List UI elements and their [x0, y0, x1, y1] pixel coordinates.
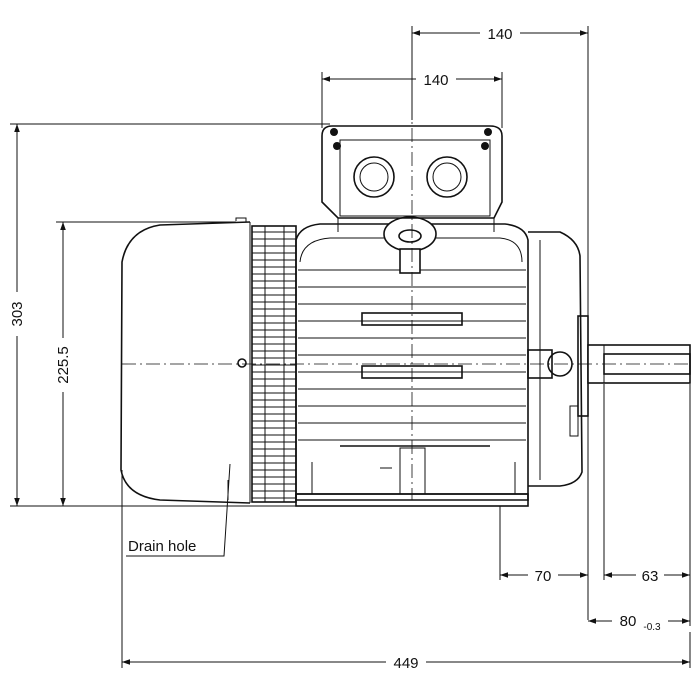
- dim-height-total: 303: [9, 301, 26, 326]
- fan-cover: [120, 217, 251, 504]
- stator-housing: [295, 216, 529, 507]
- dim-shaft-length: 63: [642, 568, 659, 585]
- dim-overall-length: 449: [393, 655, 418, 672]
- dim-foot-to-shaft: 70: [535, 568, 552, 585]
- drain-hole-marker: [237, 358, 247, 368]
- dim-terminal-box: 140: [423, 72, 448, 89]
- dimensions: 140 140 303 225.5 70 63 80 -0.3: [7, 23, 691, 672]
- cable-gland-left: [353, 156, 395, 198]
- motor-body: [120, 80, 691, 507]
- dim-top-overall: 140: [487, 26, 512, 43]
- dim-shaft-tol: -0.3: [643, 622, 661, 633]
- terminal-box: [321, 125, 503, 232]
- dim-shaft-dia: 80: [620, 613, 637, 630]
- end-shield: [527, 231, 589, 487]
- drain-hole-leader: [126, 463, 231, 557]
- dim-height-body: 225.5: [55, 346, 72, 384]
- drain-hole-label: Drain hole: [128, 538, 196, 555]
- cable-gland-right: [426, 156, 468, 198]
